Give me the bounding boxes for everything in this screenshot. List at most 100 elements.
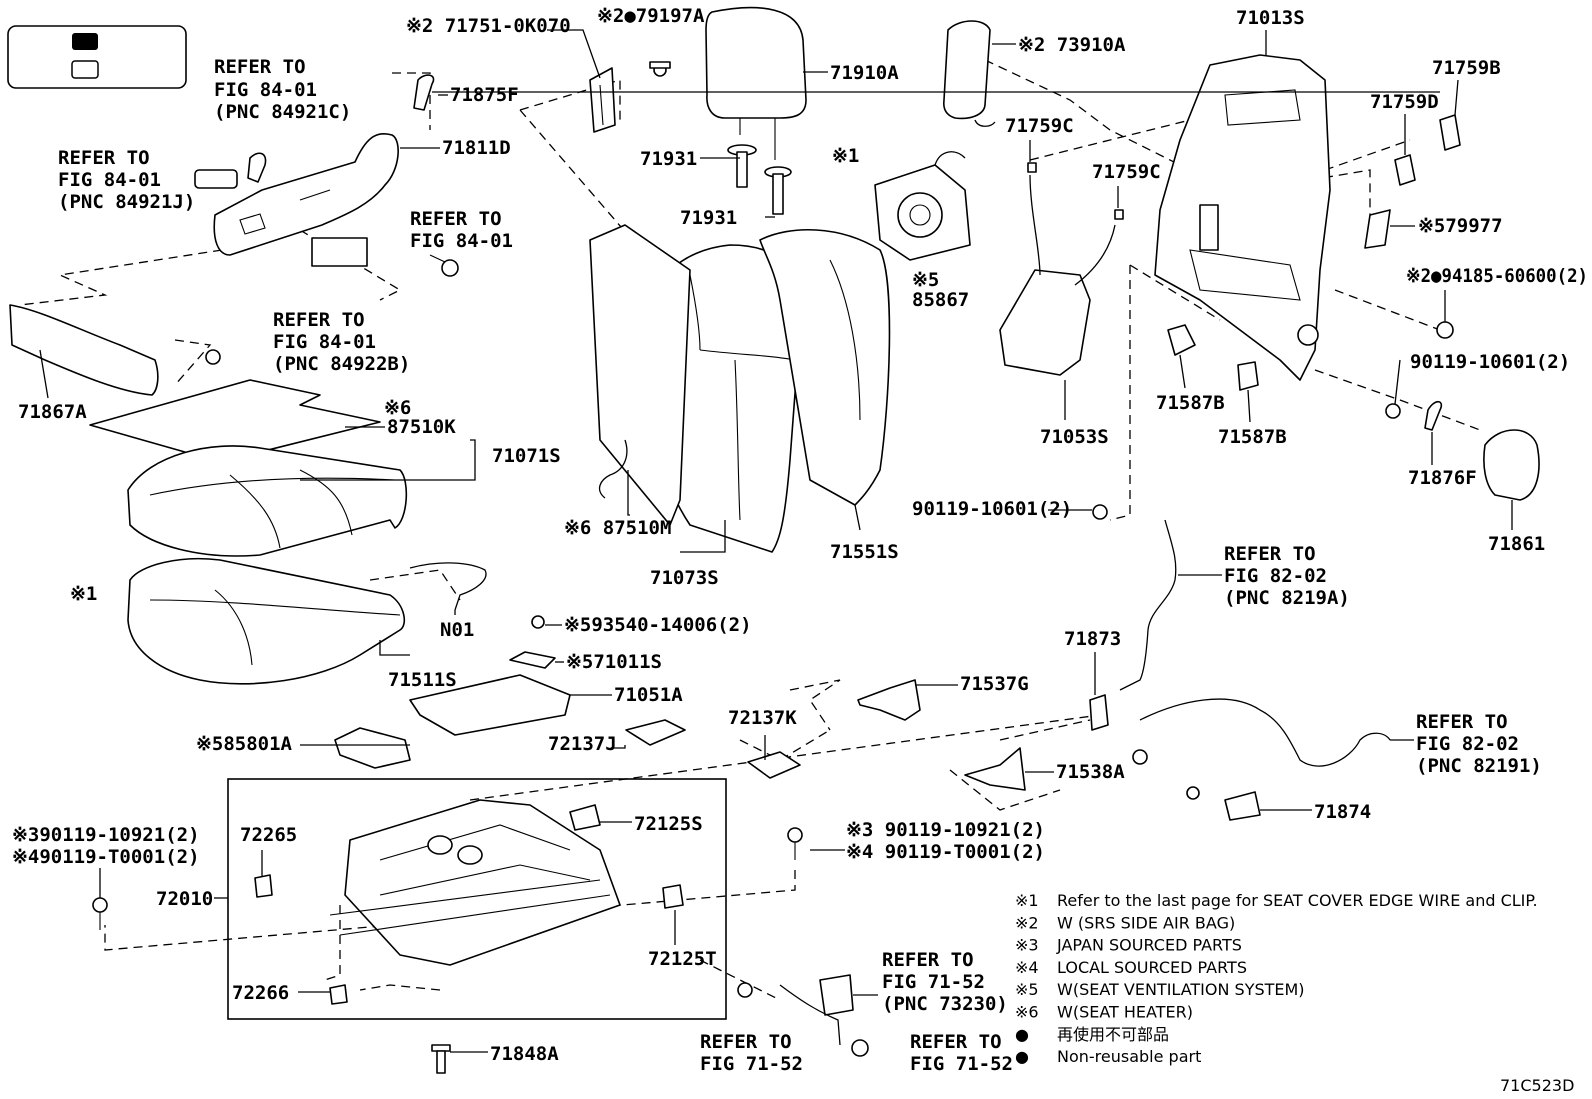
front-trim-cover [9,304,159,396]
part-label-refer-73230-3: (PNC 73230) [882,993,1008,1015]
bolt-90119-mid [1092,504,1108,520]
part-label-refer-82191-1: REFER TO [1416,711,1508,733]
nut-94185 [1436,321,1454,339]
part-label-refer-84921C-3: (PNC 84921C) [214,101,351,123]
part-label-71759C-a: 71759C [1005,115,1074,137]
headrest [705,6,807,160]
clip-71587b-b [1237,361,1259,391]
wire-n01 [409,562,487,611]
seat-cushion-pad [127,557,406,685]
part-label-71931-b: 71931 [680,207,737,229]
part-label-71511S: 71511S [388,669,457,691]
part-label-refer-84921C-2: FIG 84-01 [214,79,317,101]
footnote-text: 再使用不可部品 [1057,1025,1169,1044]
part-label-refer-8401-1: REFER TO [410,208,502,230]
part-label-71875F: 71875F [450,84,519,106]
trim-clip [413,74,435,111]
airbag-bracket [589,61,671,133]
part-label-refer-8219A-2: FIG 82-02 [1224,565,1327,587]
part-label-93540: ※593540-14006(2) [564,614,752,636]
legend-box [7,25,187,89]
part-label-refer-8401-2: FIG 84-01 [410,230,513,252]
part-label-refer-7152b-2: FIG 71-52 [910,1053,1013,1075]
part-label-note1-top: ※1 [832,145,859,167]
bolt-71848a [431,1044,451,1074]
part-label-71053S: 71053S [1040,426,1109,448]
part-label-72125T: 72125T [648,948,717,970]
part-label-72266: 72266 [232,982,289,1004]
footnote-text: Refer to the last page for SEAT COVER ED… [1057,891,1538,910]
bolt-90119-right [1385,403,1401,419]
ventilation-fan [874,151,971,261]
part-label-71551S: 71551S [830,541,899,563]
blower-85801a [334,727,411,769]
footnote-mark: ※6 [1015,1003,1039,1022]
side-shield [194,133,399,267]
part-label-note1-left: ※1 [70,583,97,605]
part-label-refer-84921J-3: (PNC 84921J) [58,191,195,213]
recliner-cover-clip [1424,400,1443,431]
cover-72137k [747,751,801,779]
lumbar-support [999,162,1124,376]
fan-bracket-71011s [509,651,556,669]
part-label-refer-73230-2: FIG 71-52 [882,971,985,993]
part-label-72137J: 72137J [548,733,617,755]
part-label-71537G: 71537G [960,673,1029,695]
part-label-85867-a: ※5 [912,269,939,291]
harness-8219a [1119,519,1177,691]
part-label-71013S: 71013S [1236,7,1305,29]
part-label-71867A: 71867A [18,401,87,423]
part-label-refer-7152a-1: REFER TO [700,1031,792,1053]
part-label-71051A: 71051A [614,684,683,706]
screw-84-01 [429,254,459,277]
bracket-71873 [1089,694,1109,731]
part-label-85867-b: 85867 [912,289,969,311]
part-label-71848A: 71848A [490,1043,559,1065]
seat-adjuster [329,799,621,966]
part-label-refer-84922B-2: FIG 84-01 [273,331,376,353]
part-label-71931-a: 71931 [640,148,697,170]
footnote-mark: ※3 [1015,936,1039,955]
part-label-90119-10921-l: ※390119-10921(2) [12,824,200,846]
seatback-pad [759,228,891,506]
part-label-87510K-n: ※6 [384,397,411,419]
footnote-text: Non-reusable part [1057,1047,1201,1066]
footnote-mark: ● [1015,1047,1029,1066]
part-label-90119-10601-m: 90119-10601(2) [912,498,1072,520]
part-label-72010: 72010 [156,888,213,910]
recliner-cover [1483,429,1540,501]
part-label-refer-84921C-1: REFER TO [214,56,306,78]
footnote-text: W (SRS SIDE AIR BAG) [1057,913,1235,932]
seat-adjuster-box [227,778,727,1020]
leader-lines [39,29,1513,1053]
part-label-refer-84921J-1: REFER TO [58,147,150,169]
part-label-71811D: 71811D [442,137,511,159]
footnote-text: W(SEAT VENTILATION SYSTEM) [1057,980,1305,999]
part-label-71876F: 71876F [1408,467,1477,489]
part-label-refer-84922B-3: (PNC 84922B) [273,353,410,375]
part-label-94185: ※2●94185-60600(2) [1406,265,1588,287]
bolt-71874 [1186,786,1200,800]
footnote-text: JAPAN SOURCED PARTS [1056,936,1242,955]
headrest-support-upper [727,144,757,188]
footnote-mark: ※5 [1015,980,1039,999]
part-label-71538A: 71538A [1056,761,1125,783]
footnote-mark: ※1 [1015,891,1039,910]
part-label-90119-10921-m: ※3 90119-10921(2) [846,819,1045,841]
bolt-90119-10921-mid [787,827,803,843]
part-label-71751: ※2 71751-0K070 [406,15,571,37]
part-label-71587B-b: 71587B [1218,426,1287,448]
seatback-frame [1154,54,1331,381]
part-label-71759B: 71759B [1432,57,1501,79]
part-label-85801A: ※585801A [196,733,293,755]
bracket-71538a [964,747,1026,791]
connector-72125t [662,884,684,909]
part-label-72125S: 72125S [634,813,703,835]
side-airbag [942,20,996,127]
screw-cushion [205,349,221,365]
part-label-72265: 72265 [240,824,297,846]
bracket-71537g [857,679,921,721]
seat-belt-buckle [737,974,869,1057]
